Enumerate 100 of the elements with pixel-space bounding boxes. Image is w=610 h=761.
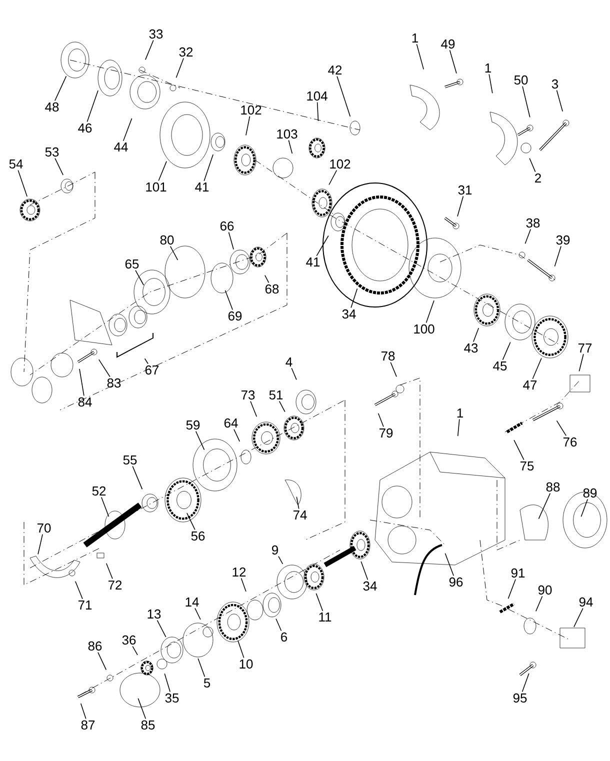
leader-line [522,673,530,692]
callout-number: 50 [514,75,528,85]
leader-line [198,658,206,678]
leader-line [132,646,138,656]
callout-number: 73 [241,390,255,400]
leader-line [578,354,584,372]
leader-line [138,698,146,720]
callout-number: 44 [114,142,128,152]
leader-line [378,412,384,428]
leader-line [316,102,319,122]
leader-line [238,640,244,658]
leader-line [186,512,196,530]
callout-number: 35 [165,693,179,703]
callout-number: 52 [92,486,106,496]
callout-number: 79 [379,428,393,438]
callout-number: 53 [45,147,59,157]
leader-line [54,158,64,176]
leader-line [522,86,530,118]
callout-number: 87 [81,720,95,730]
callout-number: 102 [330,159,350,169]
callout-number: 88 [546,482,560,492]
callout-number: 91 [511,568,525,578]
leader-line [164,673,170,692]
leader-line [98,652,107,670]
callout-number: 94 [579,597,593,607]
leader-line [556,420,566,436]
callout-number: 72 [108,580,122,590]
leader-line [204,154,214,182]
callout-number: 45 [493,362,507,371]
callout-number: 101 [146,182,166,192]
callout-number: 75 [520,462,534,471]
leader-line [416,44,424,70]
callout-number: 5 [204,678,210,688]
callout-number: 48 [45,102,59,112]
callout-number: 74 [293,510,307,520]
leader-line [390,362,397,378]
callout-number: 77 [578,344,592,352]
callout-number: 80 [160,235,174,245]
callout-number: 84 [78,397,92,407]
leader-line [556,90,563,112]
callout-number: 54 [9,160,23,169]
callout-number: 13 [148,609,161,619]
callout-number: 12 [232,567,246,577]
leader-line [194,608,201,620]
leader-line [132,466,143,490]
callout-number: 102 [241,105,262,115]
leader-line [350,288,358,308]
leader-line [426,300,434,324]
leader-line [79,368,84,396]
leader-line [473,328,480,342]
leader-line [264,274,270,284]
leader-line [250,400,258,418]
callout-number: 34 [363,581,377,591]
leader-line [106,562,113,580]
callout-number: 6 [281,632,288,642]
leader-line [195,430,205,450]
callout-number: 31 [458,185,472,195]
leader-line [144,358,148,364]
callout-number: 1 [412,34,418,42]
callout-number: 43 [464,343,478,353]
callout-number: 78 [381,351,395,361]
callout-number: 39 [556,235,570,245]
callout-number: 55 [123,456,137,465]
callout-number: 46 [78,123,92,133]
callout-number: 51 [269,390,283,400]
leader-line [158,160,167,182]
leader-line [444,553,454,576]
leader-line [291,368,297,380]
callout-number: 41 [195,182,209,192]
callout-number: 76 [563,437,577,447]
leader-line [145,40,154,60]
leader-line [554,246,562,267]
callout-number: 59 [186,420,200,430]
callout-number: 64 [224,418,238,428]
leader-line [360,561,368,580]
leader-line [457,196,464,217]
callout-number: 83 [107,378,121,388]
leader-line [532,358,542,380]
callout-number: 42 [328,65,342,75]
callout-number: 90 [538,585,552,595]
callout-number: 65 [125,259,139,269]
leader-line [278,400,286,412]
leader-line [74,580,83,600]
leader-line [224,290,233,310]
leader-line [514,440,524,460]
callout-number: 34 [342,309,356,319]
leader-line [529,158,536,172]
callout-number: 32 [179,47,193,57]
callout-number: 69 [228,311,242,321]
leader-line [228,232,234,250]
callout-number: 3 [552,79,558,89]
leader-line [156,620,166,638]
callout-number: 100 [414,324,434,334]
callout-number: 14 [186,598,199,606]
callout-number: 85 [141,720,155,730]
callout-number: 2 [535,173,541,183]
callout-number: 4 [286,358,292,366]
leader-line [101,496,110,517]
leader-line [38,534,43,555]
callout-number: 103 [277,129,298,139]
